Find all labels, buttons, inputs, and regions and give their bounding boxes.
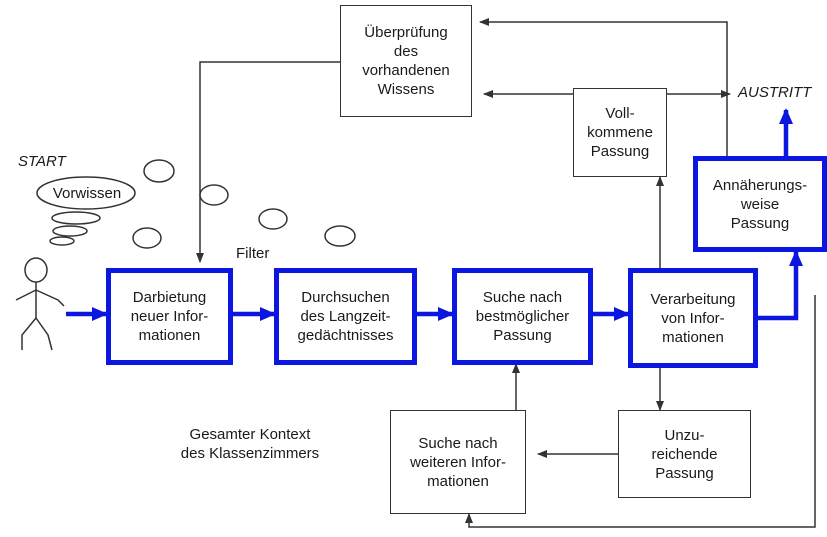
thought-bubbles (36, 159, 356, 249)
bubble-5 (324, 225, 356, 247)
arrow-process-to-approx (758, 250, 803, 321)
arrow-loop-to-review (479, 18, 728, 160)
prior-knowledge-label: Vorwissen (52, 185, 122, 202)
box-best-fit: Suche nach bestmöglicher Passung (452, 268, 593, 365)
box-insufficient-fit: Unzu- reichende Passung (618, 410, 751, 498)
exit-label: AUSTRITT (738, 84, 812, 101)
bubble-1 (143, 159, 175, 183)
arrow-review-to-present (196, 61, 340, 263)
bubble-small-2 (52, 225, 88, 237)
bubble-small-3 (49, 236, 75, 246)
context-label: Gesamter Kontext des Klassenzimmers (180, 426, 320, 462)
student-figure (15, 257, 65, 351)
box-approx-fit: Annäherungs- weise Passung (693, 156, 827, 252)
box-more-info: Suche nach weiteren Infor- mationen (390, 410, 526, 514)
bubble-4 (258, 208, 288, 230)
box-present: Darbietung neuer Infor- mationen (106, 268, 233, 365)
bubble-small-1 (51, 211, 101, 225)
box-perfect-fit: Voll- kommene Passung (573, 88, 667, 177)
box-process: Verarbeitung von Infor- mationen (628, 268, 758, 368)
box-review: Überprüfung des vorhandenen Wissens (340, 5, 472, 117)
prior-knowledge-bubble (36, 176, 136, 210)
bubble-2 (199, 184, 229, 206)
filter-label: Filter (236, 245, 270, 262)
arrow-border-to-more (465, 295, 816, 528)
bubble-3 (132, 227, 162, 249)
start-label: START (18, 153, 66, 170)
box-search-ltm: Durchsuchen des Langzeit- gedächtnisses (274, 268, 417, 365)
